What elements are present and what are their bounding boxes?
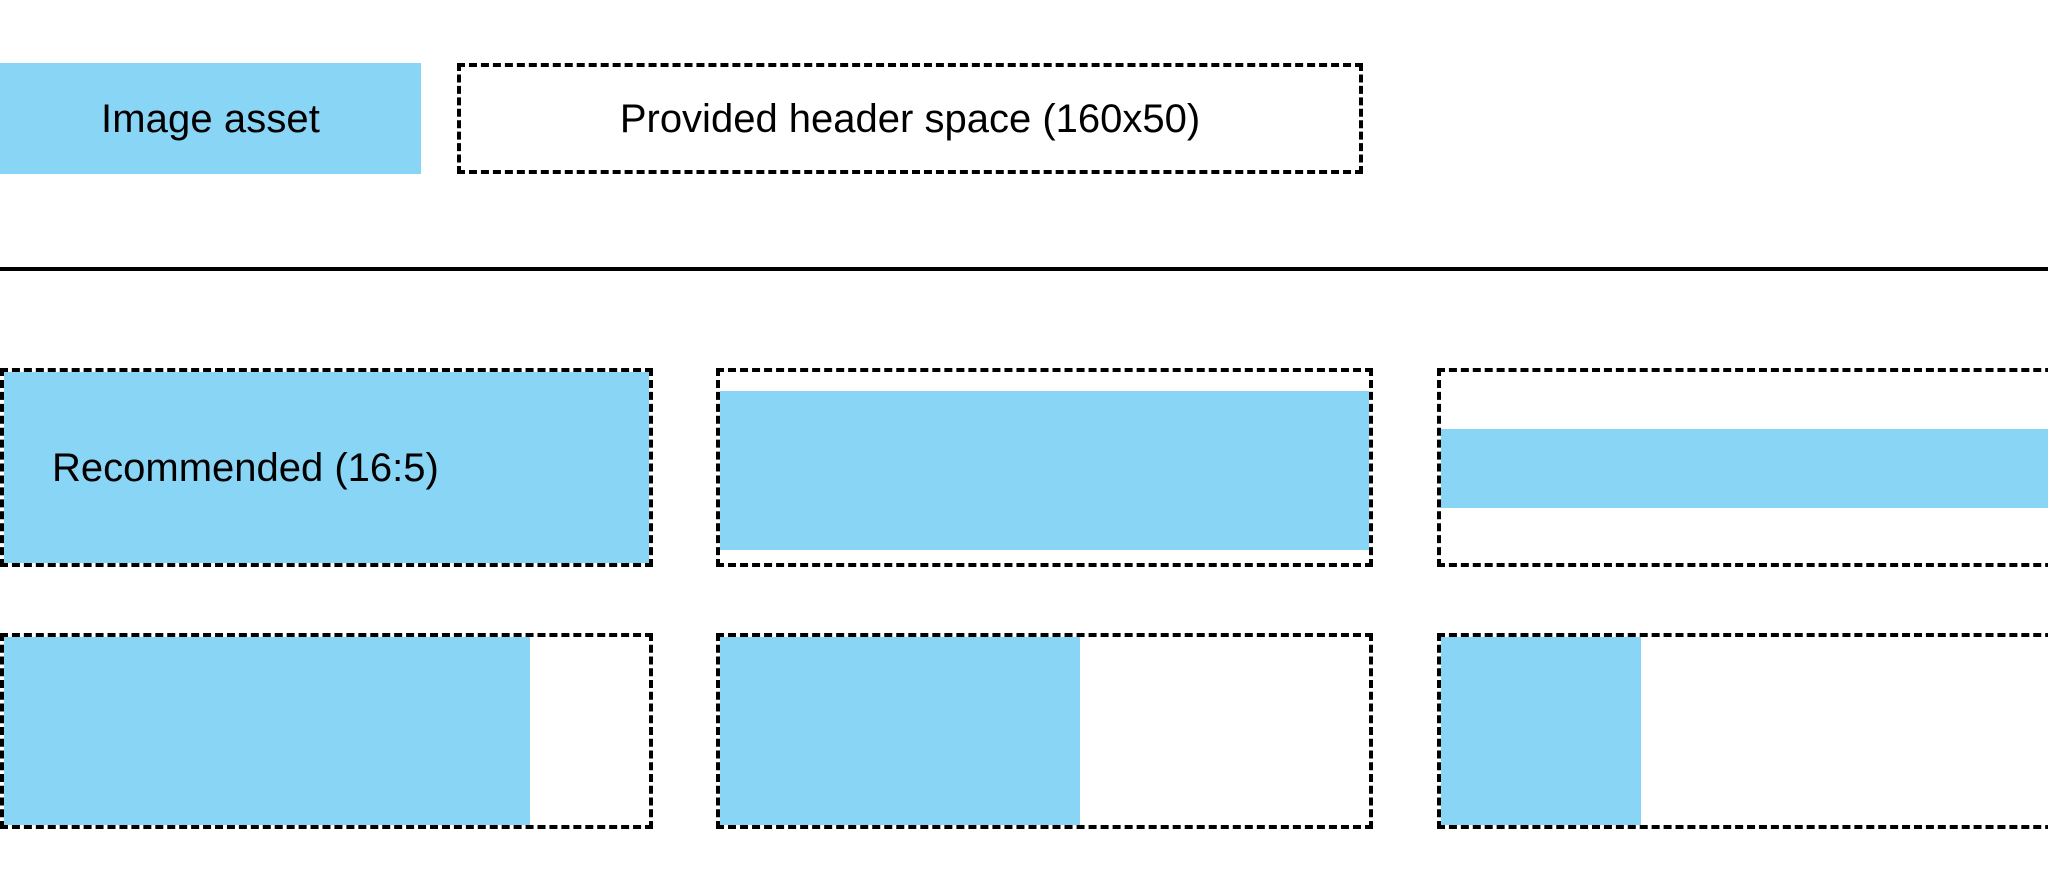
ratio-cell-row2-col2	[716, 633, 1373, 829]
ratio-fill-row2-col1	[4, 637, 530, 825]
legend-provided-header-space-box: Provided header space (160x50)	[457, 63, 1363, 174]
legend-image-asset-swatch: Image asset	[0, 63, 421, 174]
ratio-fill-row1-col2	[720, 391, 1369, 550]
ratio-fill-row2-col3	[1441, 637, 1641, 825]
ratio-cell-row1-col3	[1437, 368, 2048, 567]
legend-provided-header-space-label: Provided header space (160x50)	[619, 96, 1201, 141]
ratio-fill-row1-col3	[1441, 429, 2048, 508]
ratio-cell-row2-col3	[1437, 633, 2048, 829]
ratio-fill-row1-col1	[4, 372, 649, 563]
ratio-recommended-label: Recommended (16:5)	[52, 445, 439, 490]
ratio-cell-row2-col1	[0, 633, 653, 829]
ratio-fill-row2-col2	[720, 637, 1080, 825]
ratio-cell-row1-col2	[716, 368, 1373, 567]
legend-image-asset-label: Image asset	[101, 96, 320, 141]
section-divider	[0, 267, 2048, 271]
ratio-cell-row1-col1: Recommended (16:5)	[0, 368, 653, 567]
